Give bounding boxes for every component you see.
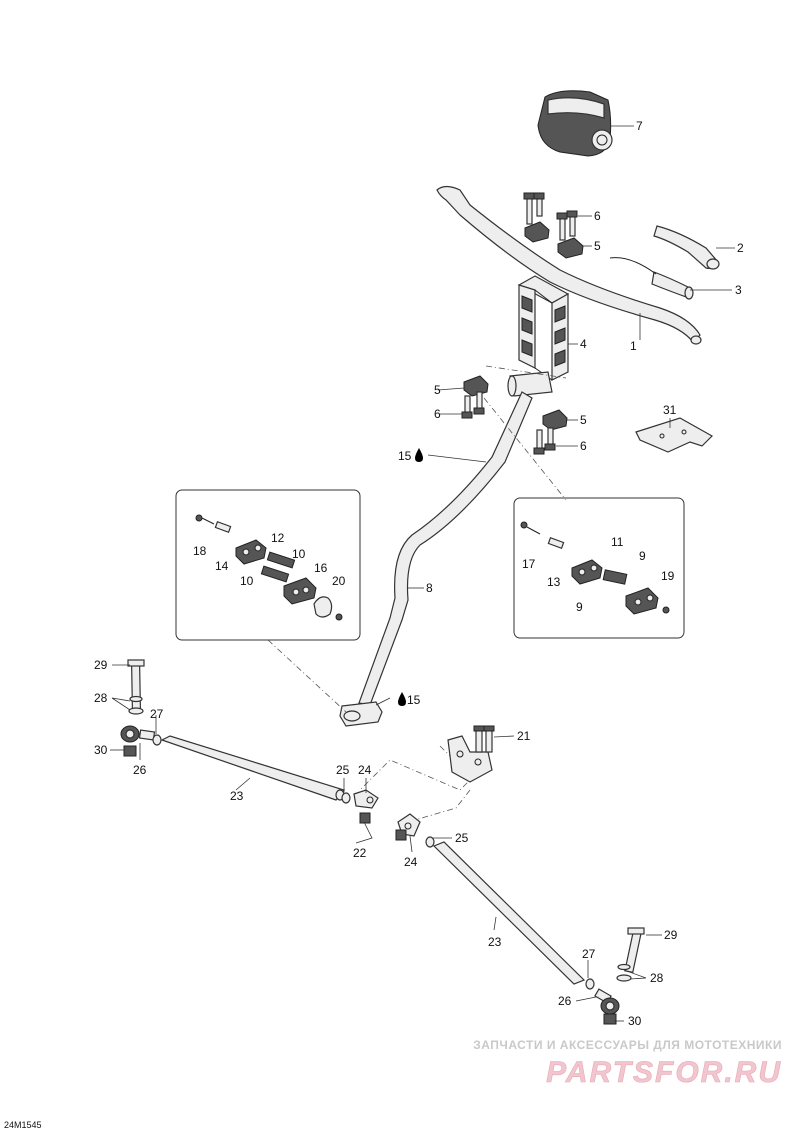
callout-25: 25 bbox=[336, 763, 350, 777]
callout-22: 22 bbox=[353, 846, 367, 860]
grip-left bbox=[651, 271, 694, 300]
callout-2: 2 bbox=[737, 241, 744, 255]
callout-10: 10 bbox=[240, 574, 254, 588]
callout-6: 6 bbox=[594, 209, 601, 223]
callout-15: 15 bbox=[398, 449, 412, 463]
callout-23: 23 bbox=[230, 789, 244, 803]
grip-right bbox=[653, 225, 720, 270]
callout-15: 15 bbox=[407, 693, 421, 707]
callout-1: 1 bbox=[630, 339, 637, 353]
callout-10: 10 bbox=[292, 547, 306, 561]
callout-6: 6 bbox=[434, 407, 441, 421]
column-top bbox=[507, 371, 553, 397]
callout-14: 14 bbox=[215, 559, 229, 573]
callout-7: 7 bbox=[636, 119, 643, 133]
callout-23: 23 bbox=[488, 935, 502, 949]
callout-29: 29 bbox=[664, 928, 678, 942]
callout-30: 30 bbox=[94, 743, 108, 757]
upper-clamps bbox=[524, 221, 584, 259]
callout-20: 20 bbox=[332, 574, 346, 588]
callout-18: 18 bbox=[193, 544, 207, 558]
callout-5: 5 bbox=[580, 413, 587, 427]
callout-17: 17 bbox=[522, 557, 536, 571]
callout-26: 26 bbox=[558, 994, 572, 1008]
callout-21: 21 bbox=[517, 729, 531, 743]
callout-28: 28 bbox=[650, 971, 664, 985]
callout-9: 9 bbox=[576, 600, 583, 614]
callout-8: 8 bbox=[426, 581, 433, 595]
callout-12: 12 bbox=[271, 531, 285, 545]
callout-26: 26 bbox=[133, 763, 147, 777]
callout-19: 19 bbox=[661, 569, 675, 583]
watermark: ЗАПЧАСТИ И АКСЕССУАРЫ ДЛЯ МОТОТЕХНИКИ PA… bbox=[473, 1038, 782, 1089]
lubricant-drop-icon bbox=[398, 692, 406, 706]
callout-28: 28 bbox=[94, 691, 108, 705]
callout-16: 16 bbox=[314, 561, 328, 575]
callout-3: 3 bbox=[735, 283, 742, 297]
callout-31: 31 bbox=[663, 403, 677, 417]
callout-29: 29 bbox=[94, 658, 108, 672]
handlebar bbox=[436, 185, 702, 345]
callout-9: 9 bbox=[639, 549, 646, 563]
callout-11: 11 bbox=[611, 535, 624, 549]
callout-5: 5 bbox=[434, 383, 441, 397]
watermark-tagline: ЗАПЧАСТИ И АКСЕССУАРЫ ДЛЯ МОТОТЕХНИКИ bbox=[473, 1038, 782, 1052]
callout-4: 4 bbox=[580, 337, 587, 351]
watermark-logo: PARTSFOR.RU bbox=[546, 1056, 782, 1089]
steering-column bbox=[339, 391, 533, 727]
callout-13: 13 bbox=[547, 575, 561, 589]
callout-6: 6 bbox=[580, 439, 587, 453]
pitman-bracket bbox=[447, 725, 495, 783]
plate bbox=[635, 417, 713, 453]
handlebar-pad bbox=[537, 90, 613, 157]
lower-clamps bbox=[461, 375, 568, 455]
callout-labels: 7 6 5 2 3 4 1 5 6 5 6 31 15 8 15 18 14 1… bbox=[94, 119, 744, 1028]
handlebar-riser bbox=[517, 275, 570, 381]
tie-rod-right bbox=[395, 813, 645, 1025]
tie-rod-left bbox=[120, 659, 379, 824]
leader-lines bbox=[110, 125, 735, 1022]
upper-clamp-bolts bbox=[523, 192, 578, 241]
callout-30: 30 bbox=[628, 1014, 642, 1028]
callout-5: 5 bbox=[594, 239, 601, 253]
lubricant-drop-icon bbox=[415, 448, 423, 462]
callout-24: 24 bbox=[358, 763, 372, 777]
callout-27: 27 bbox=[150, 707, 164, 721]
detail-box-right bbox=[513, 497, 685, 639]
detail-box-left bbox=[175, 489, 361, 641]
throttle-cable bbox=[609, 257, 657, 275]
callout-24: 24 bbox=[404, 855, 418, 869]
drawing-reference: 24M1545 bbox=[4, 1120, 42, 1130]
callout-27: 27 bbox=[582, 947, 596, 961]
callout-25: 25 bbox=[455, 831, 469, 845]
